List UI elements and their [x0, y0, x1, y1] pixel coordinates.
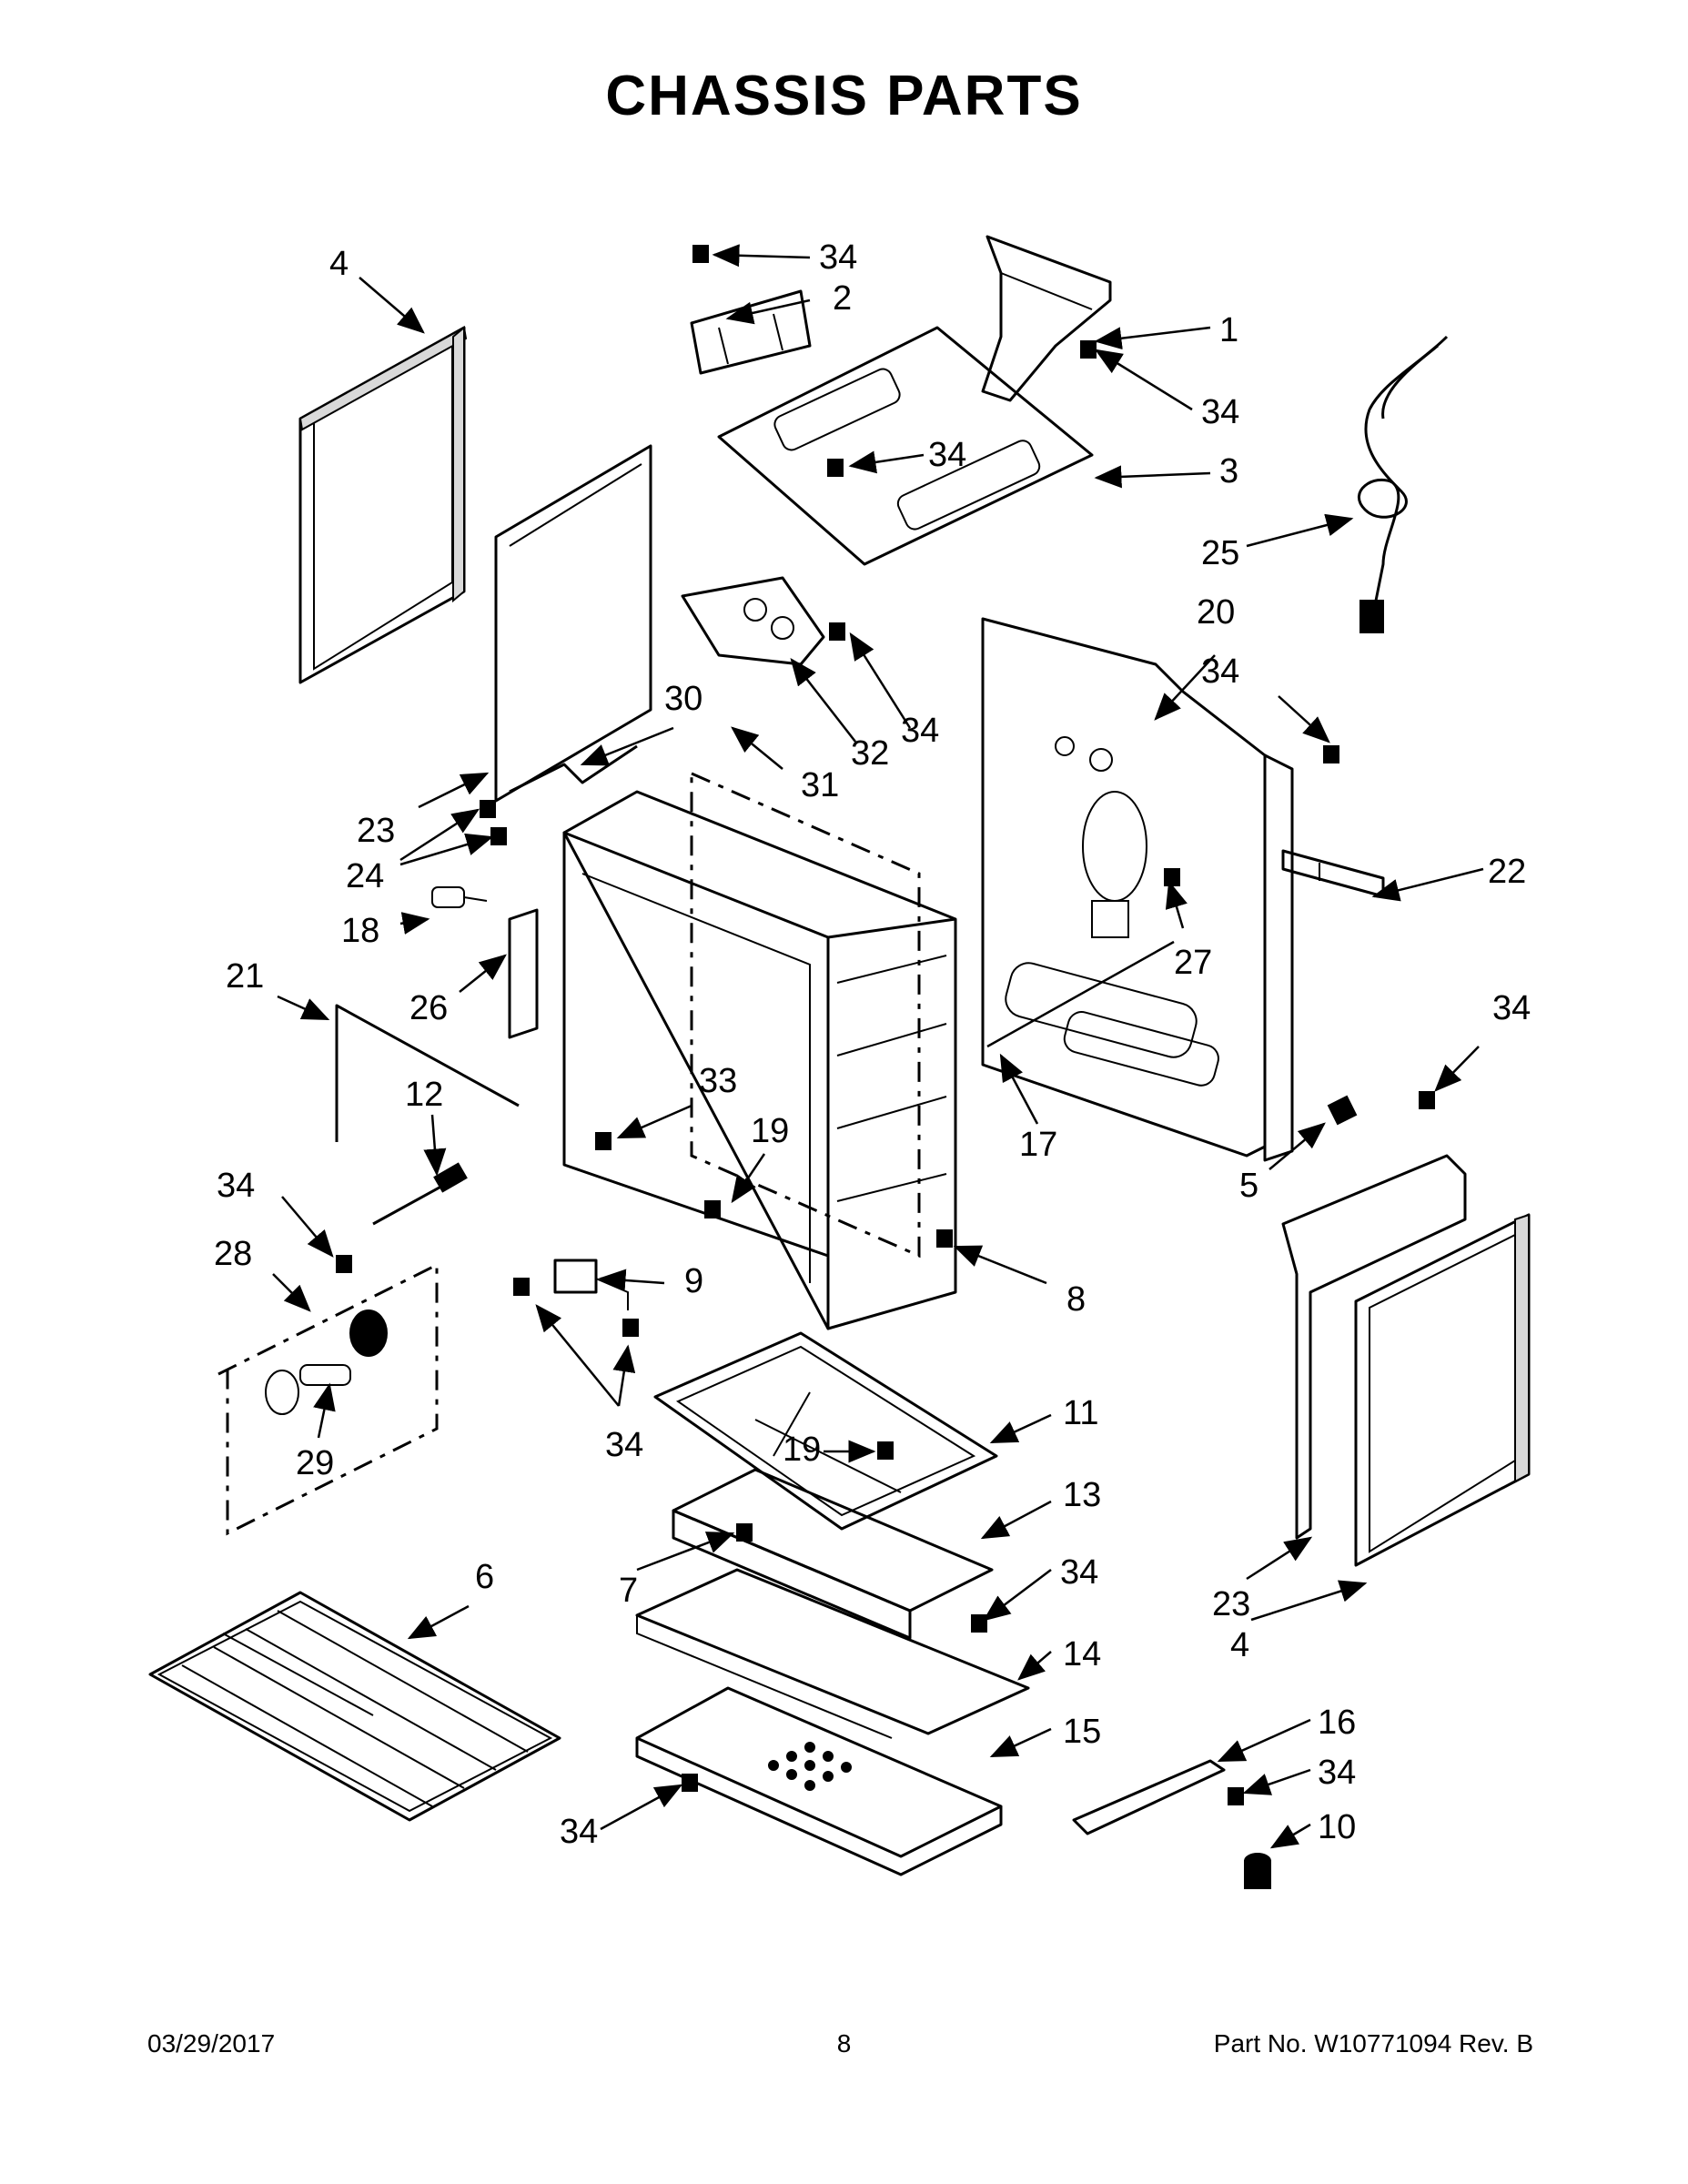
oven-cavity: [562, 771, 957, 1330]
footer-date: 03/29/2017: [147, 2029, 276, 2058]
callout-23: 23: [1212, 1585, 1250, 1623]
callout-29: 29: [296, 1444, 334, 1482]
top-bracket: [690, 289, 812, 375]
callout-15: 15: [1063, 1713, 1101, 1751]
callout-17: 17: [1019, 1126, 1057, 1164]
callout-10: 10: [1318, 1808, 1356, 1846]
leveling-leg: [1244, 1853, 1271, 1889]
callout-34: 34: [1201, 652, 1239, 691]
callout-3: 3: [1219, 452, 1238, 490]
callout-34: 34: [217, 1167, 255, 1205]
callout-2: 2: [833, 279, 852, 318]
callout-34: 34: [928, 436, 966, 474]
door-gasket-rod: [335, 1004, 520, 1142]
leader-lines: [272, 244, 1484, 1849]
callout-6: 6: [475, 1558, 494, 1596]
callout-9: 9: [684, 1262, 703, 1300]
screws: [336, 245, 1435, 1805]
side-panel-liner-right: [1281, 1154, 1467, 1540]
bake-burner-tray: [653, 1331, 998, 1531]
callout-30: 30: [664, 680, 702, 718]
callout-33: 33: [699, 1062, 737, 1100]
footer-part-number: Part No. W10771094 Rev. B: [1213, 2029, 1533, 2058]
safety-valve: [553, 1259, 629, 1310]
callout-4: 4: [329, 245, 349, 283]
callout-34: 34: [560, 1813, 598, 1851]
top-cover-plate: [717, 326, 1094, 566]
callout-4: 4: [1230, 1626, 1249, 1664]
callout-34: 34: [819, 238, 857, 277]
callout-16: 16: [1318, 1704, 1356, 1742]
rear-rail: [1281, 849, 1385, 898]
footer-page-number: 8: [836, 2029, 852, 2058]
callout-34: 34: [901, 712, 939, 750]
flame-spreader: [672, 1468, 994, 1640]
callout-34: 34: [1060, 1553, 1098, 1592]
bottom-panel: [635, 1686, 1003, 1876]
callout-19: 19: [751, 1112, 789, 1150]
callout-34: 34: [605, 1426, 643, 1464]
callout-7: 7: [619, 1572, 638, 1610]
vent-duct: [981, 235, 1112, 402]
hinge-bolt: [431, 886, 488, 908]
callout-14: 14: [1063, 1635, 1101, 1673]
valve-bracket: [681, 576, 825, 666]
callout-8: 8: [1066, 1280, 1086, 1319]
panel-clip: [1327, 1095, 1358, 1126]
bottom-shield: [635, 1568, 1030, 1739]
callout-24: 24: [346, 857, 384, 895]
rear-panel: [981, 617, 1294, 1162]
callout-13: 13: [1063, 1476, 1101, 1514]
callout-34: 34: [1201, 393, 1239, 431]
side-panel-left: [298, 325, 468, 684]
callout-20: 20: [1197, 593, 1235, 632]
callout-labels: 34 2 1 34 3 34 4 25 20 34 34 32 30 31 23…: [214, 238, 1531, 1851]
callout-27: 27: [1174, 944, 1212, 982]
callout-21: 21: [226, 957, 264, 996]
callout-12: 12: [405, 1076, 443, 1114]
callout-11: 11: [1063, 1394, 1098, 1432]
callout-5: 5: [1239, 1167, 1258, 1205]
vent-hole-grid: [768, 1742, 852, 1791]
callout-1: 1: [1219, 311, 1238, 349]
callout-19: 19: [783, 1431, 821, 1469]
callout-34: 34: [1318, 1754, 1356, 1792]
callout-23: 23: [357, 812, 395, 850]
leveling-rail: [1072, 1759, 1226, 1835]
callout-31: 31: [801, 766, 839, 804]
callout-26: 26: [409, 989, 448, 1027]
callout-22: 22: [1488, 853, 1526, 891]
callout-32: 32: [851, 734, 889, 773]
callout-28: 28: [214, 1235, 252, 1273]
callout-25: 25: [1201, 534, 1239, 572]
oven-rack: [148, 1591, 561, 1822]
power-cord: [1358, 335, 1449, 633]
page-title: CHASSIS PARTS: [605, 65, 1083, 127]
bake-igniter: [372, 1162, 468, 1226]
callout-18: 18: [341, 912, 379, 950]
side-panel-right: [1354, 1213, 1531, 1567]
door-hinge-receiver: [508, 908, 539, 1039]
callout-34: 34: [1492, 989, 1531, 1027]
